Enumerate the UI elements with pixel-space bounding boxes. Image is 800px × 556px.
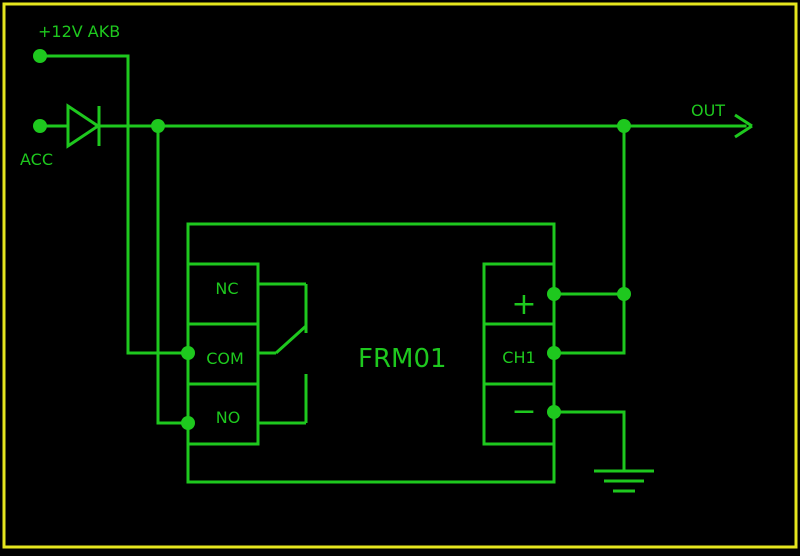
diode-icon — [66, 103, 101, 149]
label-module: FRM01 — [358, 344, 447, 374]
junction-no — [181, 416, 195, 430]
junction-acc — [151, 119, 165, 133]
arrow-icon — [734, 113, 753, 139]
label-acc: ACC — [20, 150, 53, 169]
junction-minus — [547, 405, 561, 419]
label-ch1: CH1 — [502, 348, 535, 367]
label-no: NO — [216, 408, 241, 427]
junction-com — [181, 346, 195, 360]
label-plus: + — [511, 287, 536, 322]
ground-icon — [594, 469, 654, 493]
junction-plus-bus — [617, 287, 631, 301]
junction-plus — [547, 287, 561, 301]
label-nc: NC — [215, 279, 238, 298]
junction-out — [617, 119, 631, 133]
label-com: COM — [206, 349, 244, 368]
frame-border — [2, 2, 798, 549]
label-akb: +12V AKB — [38, 22, 120, 41]
relay-switch-icon — [258, 282, 308, 425]
label-minus: − — [511, 394, 536, 429]
label-out: OUT — [691, 101, 725, 120]
junction-dots — [33, 49, 631, 430]
terminal-acc — [33, 119, 47, 133]
terminal-akb — [33, 49, 47, 63]
junction-ch1 — [547, 346, 561, 360]
